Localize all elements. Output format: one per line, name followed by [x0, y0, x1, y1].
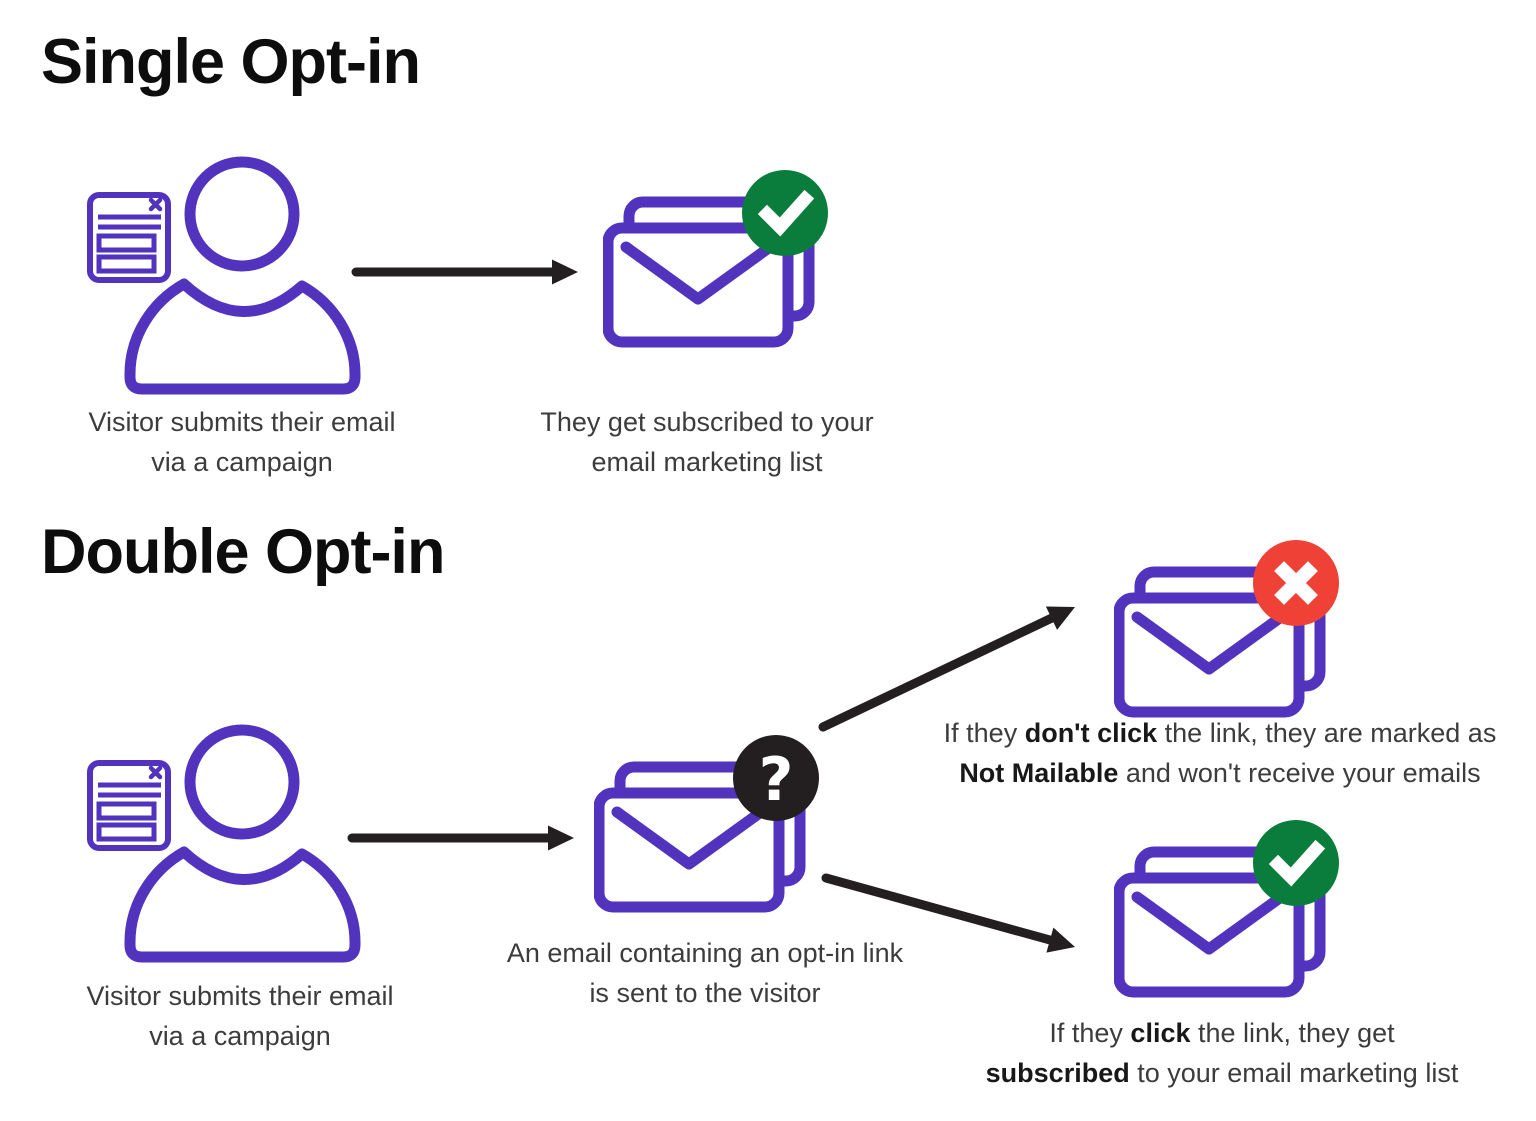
- email-subscribed-icon: [1114, 820, 1339, 1003]
- text-segment-bold: click: [1130, 1018, 1191, 1048]
- caption-line: is sent to the visitor: [589, 978, 821, 1008]
- caption-line: subscribed to your email marketing list: [908, 1053, 1536, 1093]
- x-badge-icon: [1253, 540, 1339, 626]
- double-visitor-caption: Visitor submits their email via a campai…: [30, 976, 450, 1056]
- caption-line: via a campaign: [149, 1021, 331, 1051]
- caption-line: Not Mailable and won't receive your emai…: [905, 753, 1535, 793]
- caption-line: Visitor submits their email: [88, 407, 396, 437]
- caption-line: If they don't click the link, they are m…: [905, 713, 1535, 753]
- text-segment-bold: don't click: [1024, 718, 1158, 748]
- double-opt-in-title: Double Opt-in: [41, 517, 445, 587]
- person-icon: [90, 162, 355, 389]
- visitor-form-icon: [84, 150, 369, 396]
- caption-line: If they click the link, they get: [908, 1013, 1536, 1053]
- arrow-right-icon: [351, 259, 578, 285]
- caption-line: Visitor submits their email: [86, 981, 394, 1011]
- arrow-right-icon: [347, 825, 574, 851]
- text-segment-bold: Not Mailable: [959, 758, 1119, 788]
- question-mark-glyph: ?: [759, 745, 794, 815]
- text-segment: If they: [943, 718, 1025, 748]
- single-visitor-caption: Visitor submits their email via a campai…: [32, 402, 452, 482]
- no-click-caption: If they don't click the link, they are m…: [905, 713, 1535, 793]
- question-badge-icon: ?: [733, 735, 819, 821]
- email-subscribed-icon: [603, 170, 828, 353]
- text-segment: to your email marketing list: [1129, 1058, 1459, 1088]
- caption-line: email marketing list: [591, 447, 823, 477]
- arrow-down-right-icon: [821, 873, 1075, 953]
- caption-line: via a campaign: [151, 447, 333, 477]
- single-opt-in-title: Single Opt-in: [41, 27, 421, 97]
- email-not-mailable-icon: [1114, 540, 1339, 723]
- visitor-form-icon: [84, 718, 369, 964]
- email-confirmation-icon: ?: [594, 735, 819, 918]
- click-caption: If they click the link, they get subscri…: [908, 1013, 1536, 1093]
- caption-line: They get subscribed to your: [540, 407, 874, 437]
- text-segment-bold: subscribed: [985, 1058, 1130, 1088]
- text-segment: the link, they get: [1190, 1018, 1395, 1048]
- optin-email-caption: An email containing an opt-in link is se…: [445, 933, 965, 1013]
- check-badge-icon: [742, 170, 828, 256]
- person-icon: [90, 730, 355, 957]
- text-segment: and won't receive your emails: [1118, 758, 1481, 788]
- text-segment: the link, they are marked as: [1157, 718, 1497, 748]
- caption-line: An email containing an opt-in link: [506, 938, 904, 968]
- check-badge-icon: [1253, 820, 1339, 906]
- arrow-up-right-icon: [818, 606, 1075, 732]
- text-segment: If they: [1049, 1018, 1131, 1048]
- single-subscribed-caption: They get subscribed to your email market…: [497, 402, 917, 482]
